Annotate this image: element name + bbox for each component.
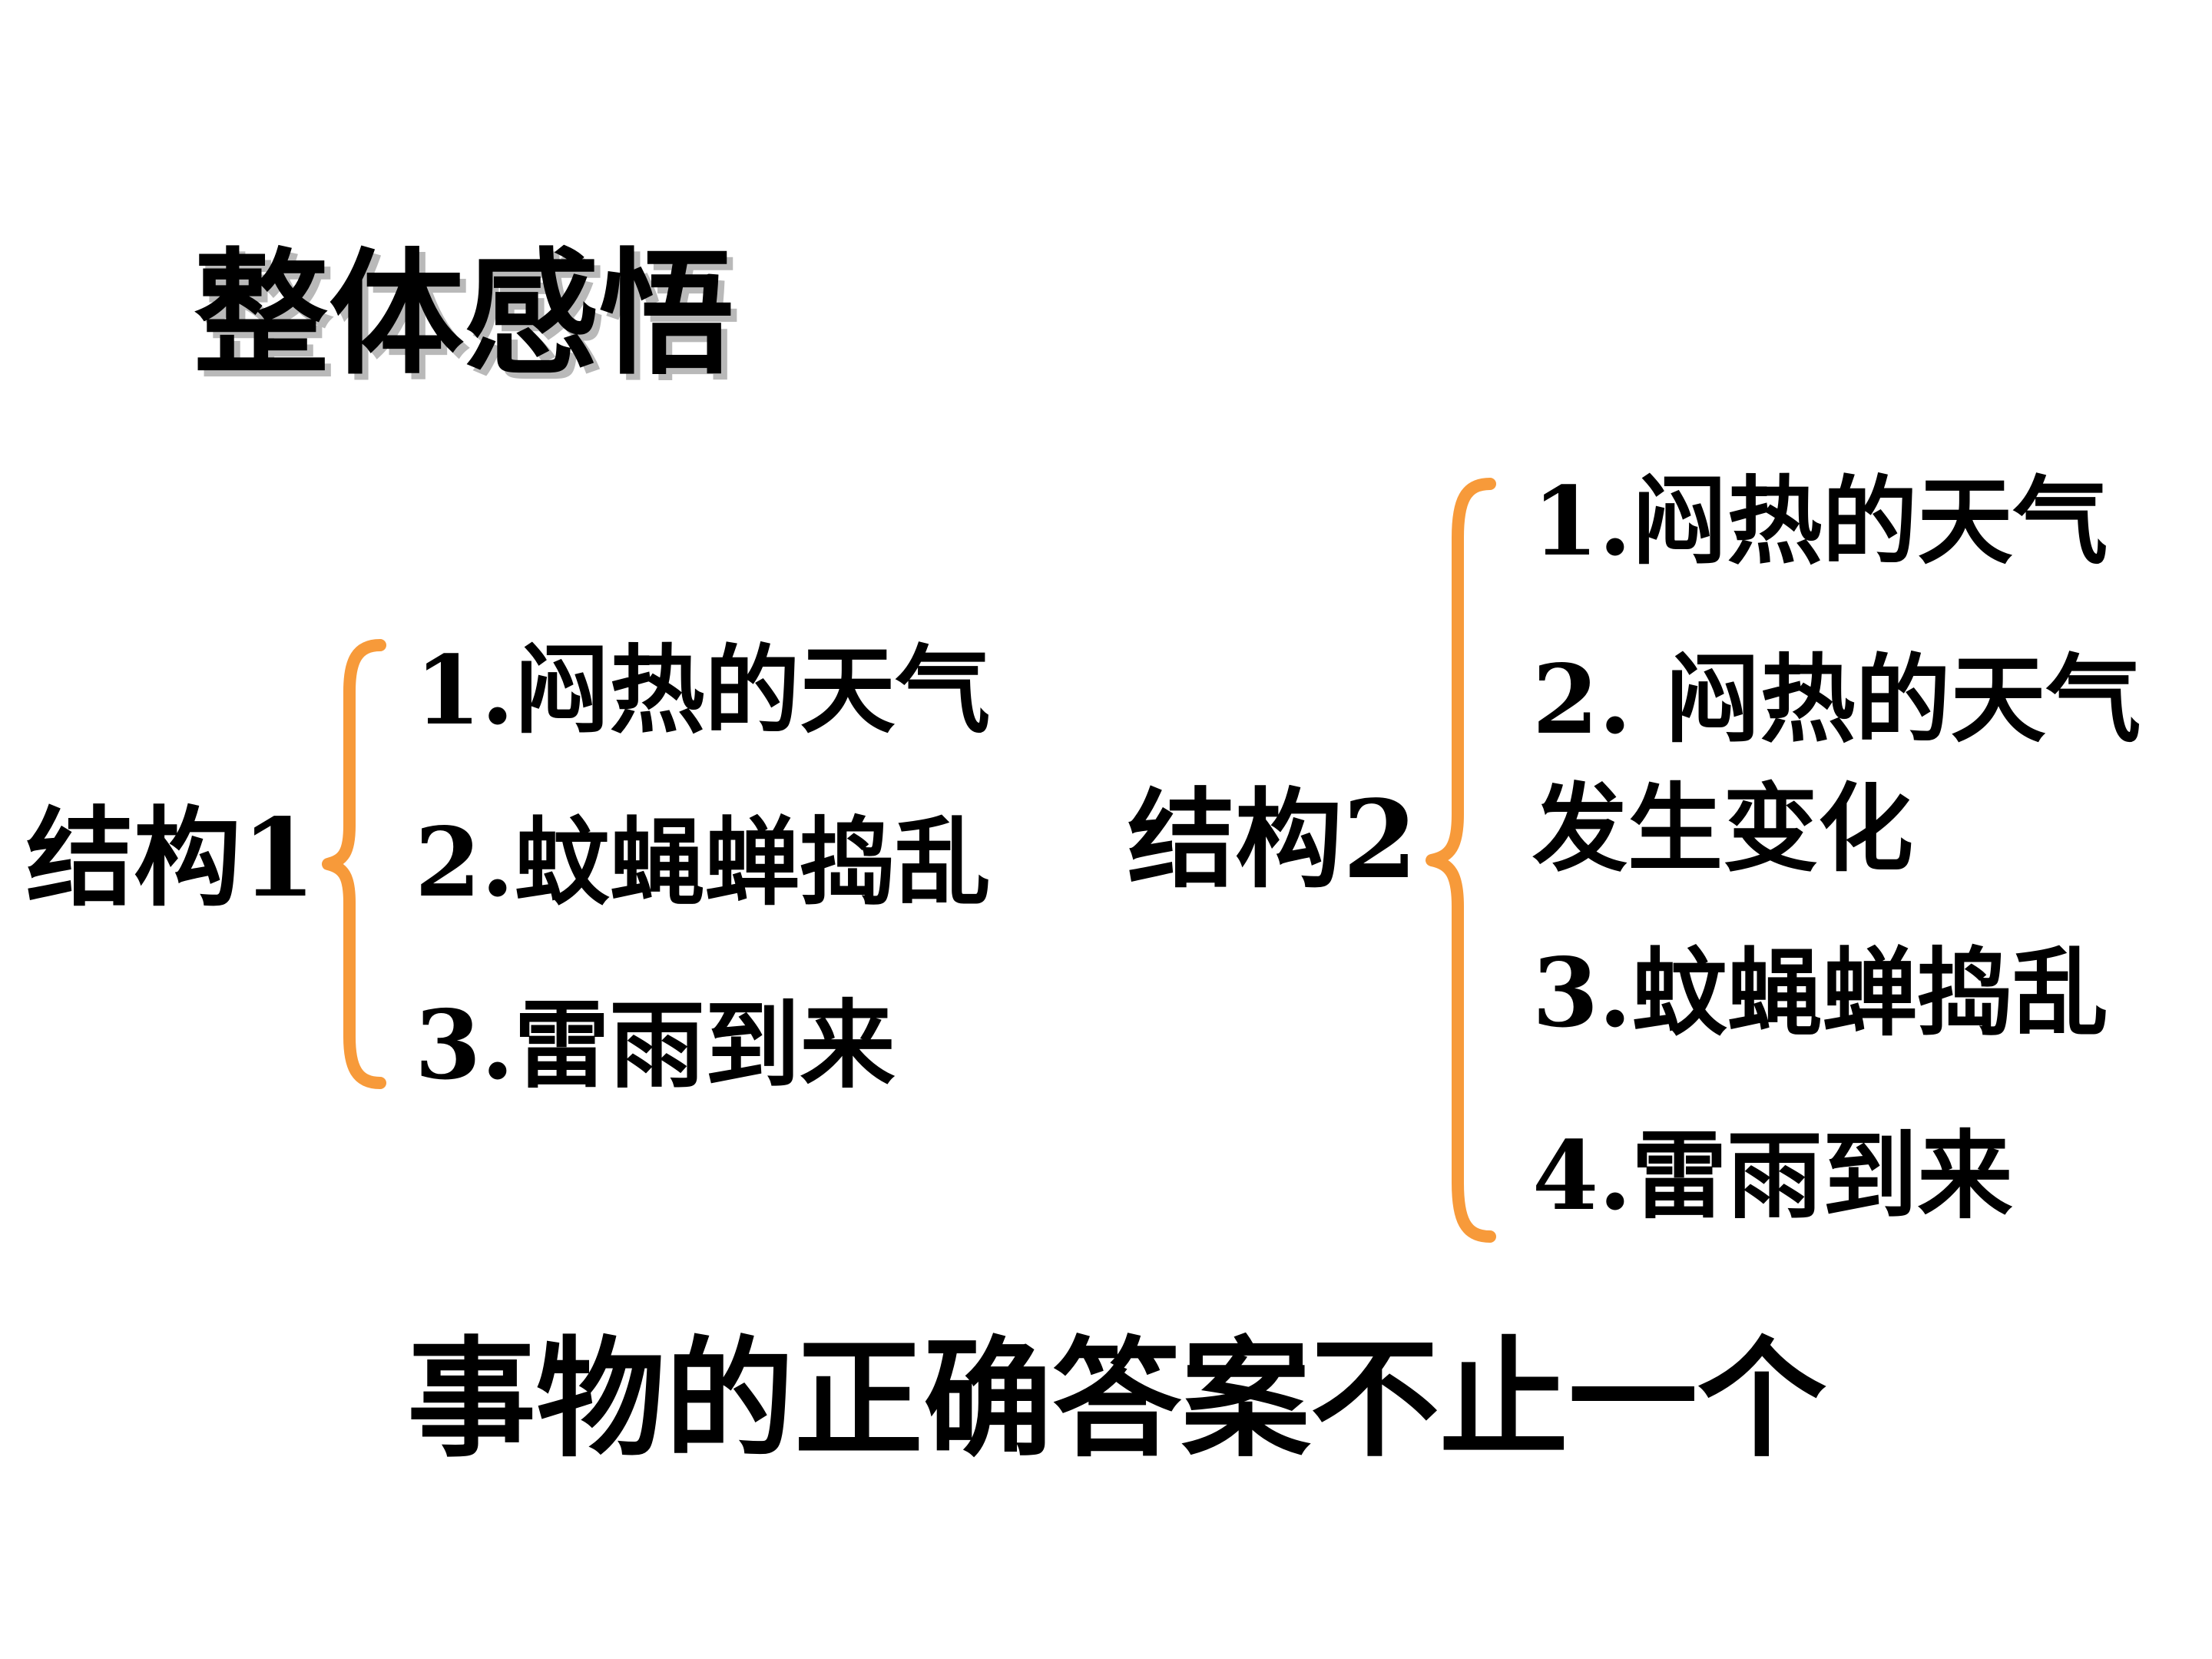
structure2-item-3: 3.蚊蝇蝉捣乱	[1532, 938, 2108, 1049]
structure1-brace-path	[322, 639, 386, 1089]
structure1-label: 结构1	[26, 796, 316, 922]
structure2-item-2: 2. 闷热的天气	[1532, 644, 2141, 756]
structure1-brace	[322, 639, 386, 1089]
structure2-brace-path	[1426, 478, 1496, 1243]
structure2-item-1: 1.闷热的天气	[1532, 466, 2108, 578]
structure1-item-2: 2.蚊蝇蝉捣乱	[415, 807, 991, 919]
slide-title: 整体感悟	[194, 236, 735, 393]
structure2-brace	[1426, 478, 1496, 1243]
structure1-item-1: 1.闷热的天气	[415, 635, 991, 747]
structure1-item-3: 3.雷雨到来	[415, 990, 896, 1101]
structure2-item-2-cont: 发生变化	[1532, 773, 1914, 885]
structure2-item-4: 4.雷雨到来	[1532, 1121, 2013, 1232]
structure2-label: 结构2	[1128, 777, 1418, 903]
conclusion-text: 事物的正确答案不止一个	[407, 1324, 1826, 1475]
